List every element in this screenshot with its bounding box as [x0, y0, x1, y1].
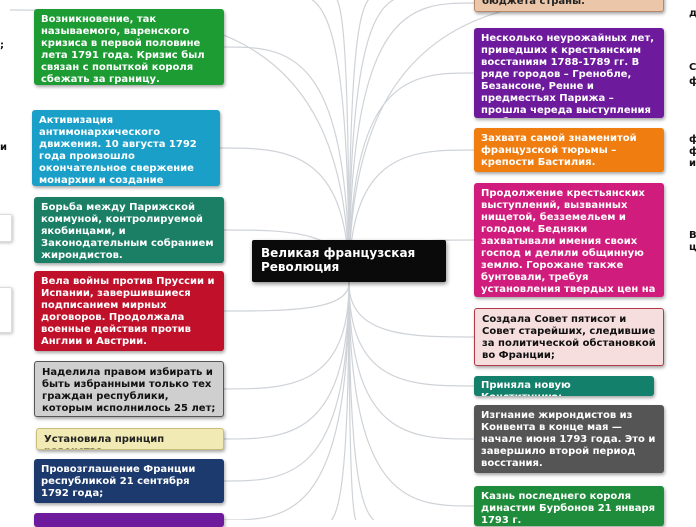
right-node-budget[interactable]: бюджета страны.	[474, 0, 664, 12]
right-node-bad-harvests[interactable]: Несколько неурожайных лет, приведших к к…	[474, 28, 664, 118]
connector-curve-5	[223, 282, 350, 440]
connector-curve-22	[330, 282, 350, 520]
connector-curve-13	[348, 282, 475, 387]
central-topic[interactable]: Великая французская Революция	[252, 240, 446, 282]
right-edge-fragment: ц	[689, 242, 696, 253]
right-edge-fragment: ф	[689, 146, 696, 157]
left-node-voting-rights[interactable]: Наделила правом избирать и быть избранны…	[34, 361, 224, 417]
left-node-wars[interactable]: Вела войны против Пруссии и Испании, зав…	[34, 271, 224, 351]
left-node-equality-principle[interactable]: Установила принцип равенства	[36, 428, 224, 450]
right-edge-fragment: и	[689, 158, 696, 169]
connector-curve-4	[223, 282, 350, 390]
left-node-varennes-crisis[interactable]: Возникновение, так называемого, варенско…	[34, 9, 224, 85]
connector-curve-14	[348, 282, 475, 440]
right-node-councils[interactable]: Создала Совет пятисот и Совет старейших,…	[474, 308, 664, 366]
right-node-new-constitution[interactable]: Приняла новую Конституцию;	[474, 376, 654, 396]
connector-curve-17	[336, 0, 350, 284]
connector-curve-15	[348, 282, 475, 507]
connector-curve-21	[348, 0, 564, 284]
connector-curve-10	[348, 149, 475, 284]
right-node-king-executed[interactable]: Казнь последнего короля династии Бурбоно…	[474, 486, 664, 526]
connector-curve-16	[311, 0, 350, 284]
right-edge-fragment: д	[689, 8, 696, 19]
right-node-bastille[interactable]: Захвата самой знаменитой французской тюр…	[474, 128, 664, 172]
left-edge-fragment: и	[0, 142, 8, 153]
left-edge-fragment: ;	[0, 40, 4, 51]
left-edge-partial-box	[0, 287, 12, 333]
left-node-commune-struggle[interactable]: Борьба между Парижской коммуной, контрол…	[34, 197, 224, 263]
connector-curve-23	[348, 282, 357, 520]
left-node-antimonarchy-movement[interactable]: Активизация антимонархического движения.…	[32, 110, 220, 186]
right-edge-fragment: С	[689, 62, 696, 73]
connector-curve-3	[223, 282, 350, 312]
connector-curve-24	[348, 282, 375, 520]
left-edge-partial-box	[0, 214, 12, 242]
connector-curve-6	[223, 282, 350, 482]
connector-curve-19	[348, 0, 395, 284]
right-node-peasant-uprisings[interactable]: Продолжение крестьянских выступлений, вы…	[474, 183, 664, 297]
connector-curve-8	[348, 2, 475, 284]
right-edge-fragment: В	[689, 230, 696, 241]
right-edge-fragment: ф	[689, 134, 696, 145]
left-node-partial-purple[interactable]	[34, 513, 224, 527]
connector-curve-9	[348, 72, 475, 284]
connector-curve-1	[219, 147, 350, 284]
right-edge-fragment: ф	[689, 76, 696, 87]
left-node-republic-proclaimed[interactable]: Провозглашение Франции республикой 21 се…	[34, 459, 224, 503]
connector-curve-18	[348, 0, 370, 284]
connector-curve-12	[348, 282, 475, 338]
connector-curve-7	[223, 282, 350, 520]
right-node-girondins-expelled[interactable]: Изгнание жирондистов из Конвента в конце…	[474, 405, 664, 473]
